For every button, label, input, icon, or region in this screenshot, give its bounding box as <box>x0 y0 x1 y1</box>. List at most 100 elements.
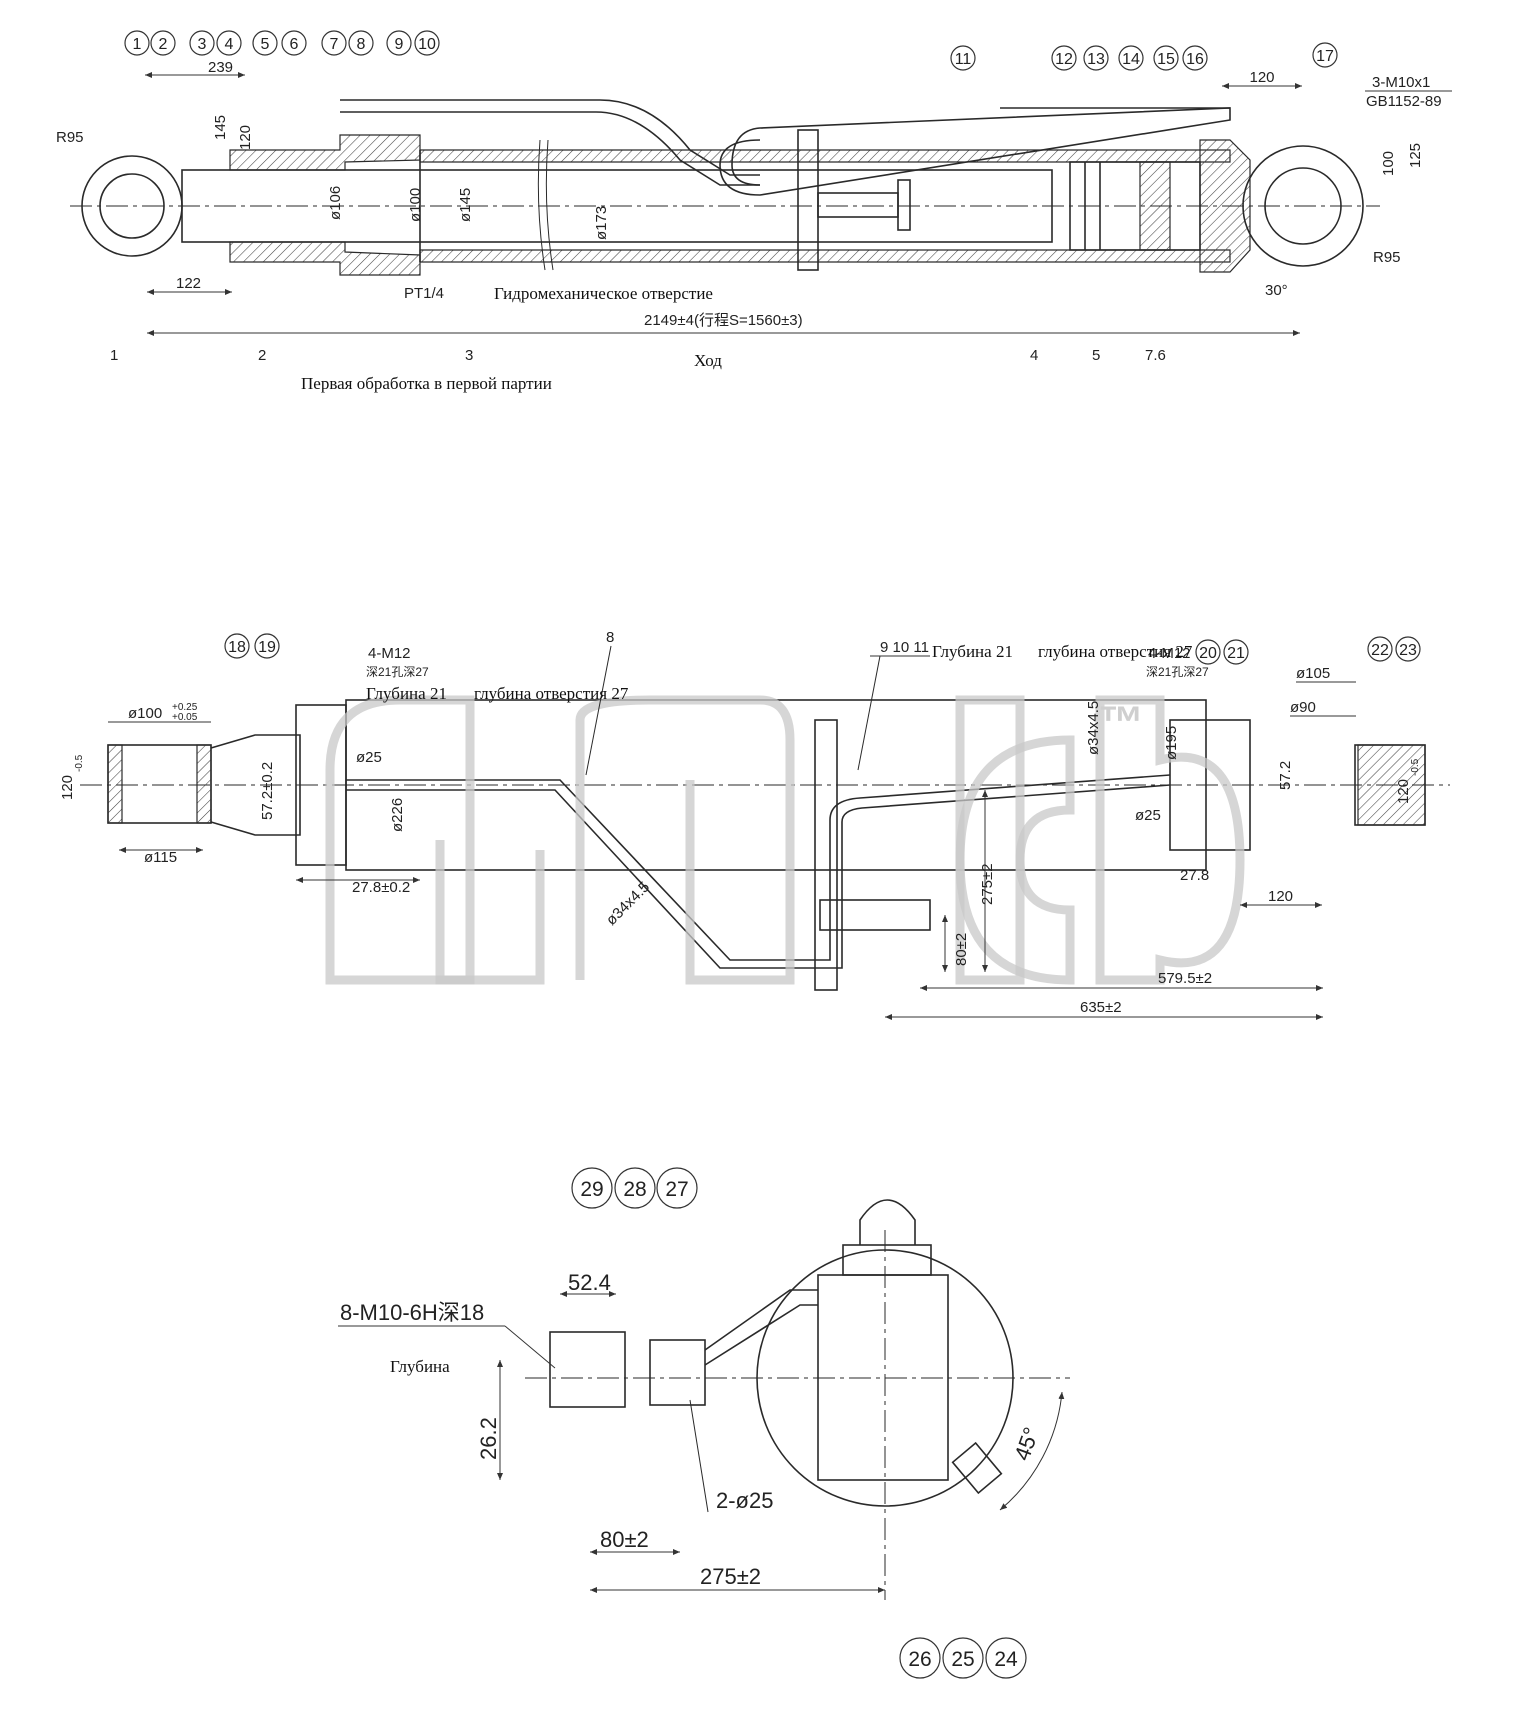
balloon-18: 18 <box>224 633 250 659</box>
note-depth21-right: Глубина 21 <box>932 642 1013 661</box>
tol-dn: +0.05 <box>172 712 198 723</box>
oil-pipe-lower <box>340 111 760 186</box>
bottom-eye-base <box>842 1244 932 1276</box>
dim-262: 26.2 <box>476 1417 501 1460</box>
note-depth21-left: Глубина 21 <box>366 684 447 703</box>
leader-4: 4 <box>1030 347 1038 364</box>
balloon-3: 3 <box>189 30 215 56</box>
oil-pipe-upper <box>340 99 760 176</box>
balloon-17: 17 <box>1312 42 1338 68</box>
top-section-view <box>70 99 1380 276</box>
dim-holes: 2-ø25 <box>716 1488 773 1513</box>
bottom-dimensions: 52.4 8-M10-6H深18 26.2 2-ø25 80±2 275±2 4… <box>338 1270 1044 1593</box>
bottom-balloons: 29 28 27 26 25 24 <box>571 1167 1027 1679</box>
dim-145: 145 <box>212 115 229 140</box>
oil-pipe-loop <box>719 107 1231 196</box>
middle-oil-pipe <box>346 774 1171 961</box>
balloon-26-label: 26 <box>908 1648 931 1671</box>
dim-phi145: ø145 <box>457 188 474 222</box>
bottom-valve-block-a <box>549 1331 626 1408</box>
balloon-2-label: 2 <box>159 36 168 53</box>
dim-phi173: ø173 <box>593 206 610 240</box>
leader-5: 5 <box>1092 347 1100 364</box>
balloon-13: 13 <box>1083 45 1109 71</box>
dim-phi106: ø106 <box>327 186 344 220</box>
left-eye-hatch-a <box>107 744 123 824</box>
label-8: 8 <box>606 629 614 646</box>
balloon-19: 19 <box>254 633 280 659</box>
balloon-4-label: 4 <box>225 36 234 53</box>
dim-572-left: 57.2±0.2 <box>259 762 276 820</box>
balloon-29-label: 29 <box>580 1178 603 1201</box>
dim-635: 635±2 <box>1080 999 1122 1016</box>
bottom-eye <box>859 1199 916 1245</box>
balloon-21-label: 21 <box>1227 645 1245 662</box>
gland-head <box>229 134 421 171</box>
balloon-27: 27 <box>656 1167 698 1209</box>
balloon-4: 4 <box>216 30 242 56</box>
note-hole27-right: глубина отверстия 27 <box>1038 642 1193 661</box>
dim-524: 52.4 <box>568 1270 611 1295</box>
note-hydro-port: Гидромеханическое отверстие <box>494 284 713 303</box>
balloon-19-label: 19 <box>258 639 276 656</box>
balloon-20-label: 20 <box>1199 645 1217 662</box>
balloon-16-label: 16 <box>1186 51 1204 68</box>
balloon-13-label: 13 <box>1087 51 1105 68</box>
label-9-10-11: 9 10 11 <box>880 639 929 656</box>
watermark-tm: ™ <box>1098 696 1144 748</box>
dim-pipe: ø34x4.5 <box>603 878 653 928</box>
dim-278-left: 27.8±0.2 <box>352 879 410 896</box>
tol-120-right: -0.5 <box>1410 758 1421 776</box>
angle-45: 45° <box>1009 1424 1044 1464</box>
dim-phi25-left: ø25 <box>356 749 382 766</box>
balloon-14: 14 <box>1118 45 1144 71</box>
leader-3: 3 <box>465 347 473 364</box>
dim-572-right: 57.2 <box>1277 761 1294 790</box>
m12-right: 4-M12 <box>1148 645 1191 662</box>
dim-100: 100 <box>1380 151 1397 176</box>
dim-phi105: ø105 <box>1296 665 1330 682</box>
top-notes: Гидромеханическое отверстие Ход Первая о… <box>301 284 722 393</box>
dim-239: 239 <box>208 59 233 76</box>
dim-phi100: ø100 <box>407 188 424 222</box>
balloon-23: 23 <box>1395 636 1421 662</box>
balloon-23-label: 23 <box>1399 642 1417 659</box>
balloon-29: 29 <box>571 1167 613 1209</box>
balloon-17-label: 17 <box>1316 48 1334 65</box>
watermark-logo: ™ <box>325 695 1245 985</box>
balloon-24-label: 24 <box>994 1648 1018 1671</box>
bottom-thread-label: 8-M10-6H深18 <box>340 1300 484 1325</box>
balloon-12: 12 <box>1051 45 1077 71</box>
leader-1: 1 <box>110 347 118 364</box>
m12-left-sub: 深21孔深27 <box>366 665 429 679</box>
balloon-25: 25 <box>942 1637 984 1679</box>
balloon-5-label: 5 <box>261 36 270 53</box>
angle-30: 30° <box>1265 282 1288 299</box>
valve-handle <box>897 179 911 231</box>
balloon-7-label: 7 <box>330 36 339 53</box>
dim-120: 120 <box>237 125 254 150</box>
dim-120-left: 120 <box>59 775 76 800</box>
top-dimensions: 239 145 120 R95 122 ø106 ø100 ø145 ø173 … <box>56 59 1452 336</box>
dim-80: 80±2 <box>953 933 970 966</box>
balloon-25-label: 25 <box>951 1648 974 1671</box>
valve-body <box>817 192 899 218</box>
balloon-28-label: 28 <box>623 1178 646 1201</box>
gland-head-lower <box>229 241 421 276</box>
balloon-9-label: 9 <box>395 36 404 53</box>
note-depth: Глубина <box>390 1357 450 1376</box>
balloon-1: 1 <box>124 30 150 56</box>
balloon-6: 6 <box>281 30 307 56</box>
dim-275: 275±2 <box>700 1564 761 1589</box>
dim-80: 80±2 <box>600 1527 649 1552</box>
dim-r95-left: R95 <box>56 129 84 146</box>
balloon-11: 11 <box>950 45 976 71</box>
balloon-7: 7 <box>321 30 347 56</box>
dim-125: 125 <box>1407 143 1424 168</box>
middle-valve <box>819 899 931 931</box>
dim-phi100: ø100 <box>128 705 162 722</box>
left-eye-hatch-b <box>196 744 212 824</box>
dim-120-right: 120 <box>1395 779 1412 804</box>
